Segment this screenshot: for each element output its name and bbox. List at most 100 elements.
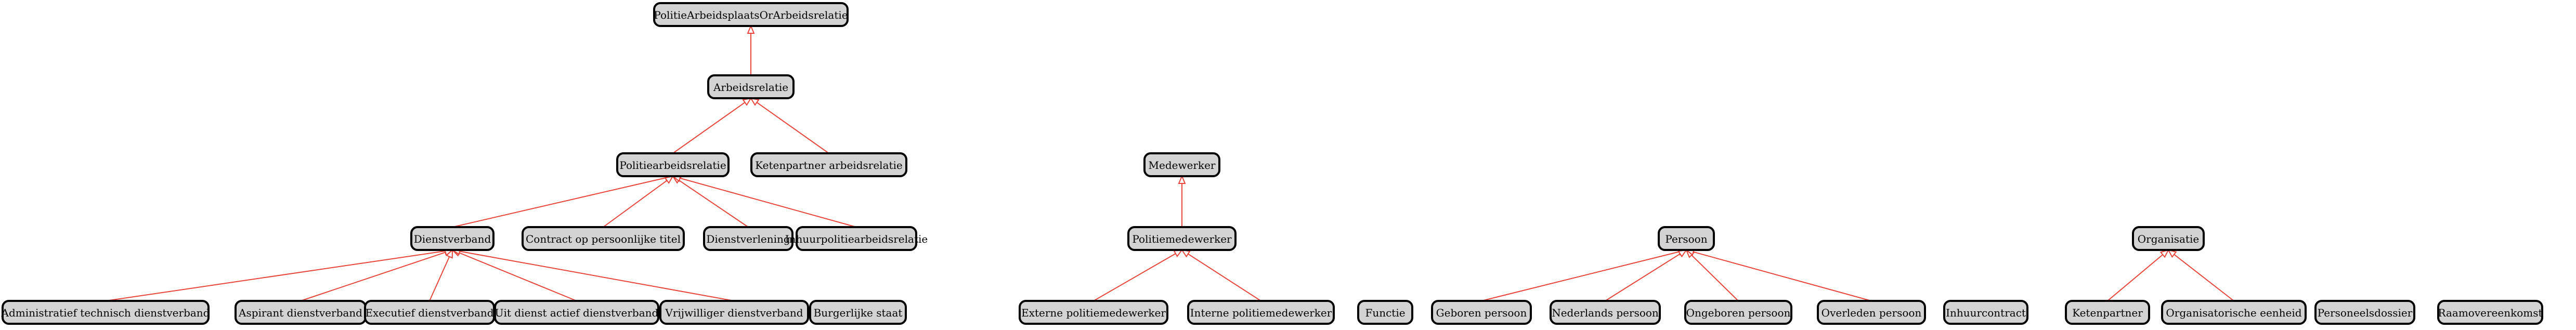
node-label: Interne politiemedewerker xyxy=(1190,307,1332,319)
edge-line xyxy=(1481,251,1680,301)
edge-line xyxy=(459,252,577,301)
node-box xyxy=(2,300,210,325)
node-box xyxy=(616,152,730,177)
node-label: Persoon xyxy=(1665,233,1707,245)
inheritance-arrowhead-icon xyxy=(445,248,453,259)
class-node-vrijwilliger-dienstverband[interactable]: Vrijwilliger dienstverband xyxy=(659,300,809,325)
node-label: Inhuurcontract xyxy=(1946,307,2026,319)
class-node-administratief-technisch-dienstverband[interactable]: Administratief technisch dienstverband xyxy=(1,300,210,325)
node-box xyxy=(1127,226,1237,251)
class-node-executief-dienstverband[interactable]: Executief dienstverband xyxy=(364,300,495,325)
inheritance-edge-ketenpartner-to-organisatie xyxy=(2107,249,2169,301)
node-label: PolitieArbeidsplaatsOrArbeidsrelatie xyxy=(654,9,848,21)
class-node-persoon[interactable]: Persoon xyxy=(1658,226,1715,251)
node-label: Politiemedewerker xyxy=(1132,233,1232,245)
class-node-geboren-persoon[interactable]: Geboren persoon xyxy=(1431,300,1532,325)
node-box xyxy=(2132,226,2205,251)
inheritance-edge-uit-dienst-actief-dienstverband-to-dienstverband xyxy=(451,249,577,301)
node-label: Overleden persoon xyxy=(1822,307,1922,319)
node-box xyxy=(522,226,685,251)
node-label: Aspirant dienstverband xyxy=(238,307,362,319)
node-label: Ketenpartner arbeidsrelatie xyxy=(755,159,903,171)
class-node-externe-politiemedewerker[interactable]: Externe politiemedewerker xyxy=(1019,300,1168,325)
class-node-overleden-persoon[interactable]: Overleden persoon xyxy=(1817,300,1926,325)
edge-line xyxy=(1605,253,1681,301)
inheritance-edge-organisatorische-eenheid-to-organisatie xyxy=(2167,249,2234,301)
class-node-burgerlijke-staat[interactable]: Burgerlijke staat xyxy=(809,300,907,325)
node-box xyxy=(1943,300,2028,325)
class-node-dienstverlening[interactable]: Dienstverlening xyxy=(703,226,793,251)
class-node-politiearbeidsplaatsorarbeidsrelatie[interactable]: PolitieArbeidsplaatsOrArbeidsrelatie xyxy=(653,2,849,27)
class-node-politiemedewerker[interactable]: Politiemedewerker xyxy=(1127,226,1237,251)
class-node-politiearbeidsrelatie[interactable]: Politiearbeidsrelatie xyxy=(616,152,730,177)
edge-line xyxy=(1188,253,1261,301)
class-node-ketenpartner[interactable]: Ketenpartner xyxy=(2065,300,2150,325)
node-box xyxy=(659,300,809,325)
class-node-contract-op-persoonlijke-titel[interactable]: Contract op persoonlijke titel xyxy=(522,226,685,251)
node-box xyxy=(1550,300,1661,325)
class-node-arbeidsrelatie[interactable]: Arbeidsrelatie xyxy=(707,74,795,99)
class-node-nederlands-persoon[interactable]: Nederlands persoon xyxy=(1550,300,1661,325)
class-node-inhuurpolitiearbeidsrelatie[interactable]: Inhuurpolitiearbeidsrelatie xyxy=(785,226,928,251)
inheritance-edge-geboren-persoon-to-persoon xyxy=(1481,248,1688,301)
node-label: Vrijwilliger dienstverband xyxy=(665,307,803,319)
edge-line xyxy=(1691,255,1739,301)
node-box xyxy=(1019,300,1168,325)
node-box xyxy=(809,300,907,325)
node-box xyxy=(2314,300,2415,325)
class-node-organisatie[interactable]: Organisatie xyxy=(2132,226,2205,251)
inheritance-arrowhead-icon xyxy=(1178,175,1186,184)
node-label: Contract op persoonlijke titel xyxy=(526,233,681,245)
edge-line xyxy=(680,177,857,228)
inheritance-edge-executief-dienstverband-to-dienstverband xyxy=(429,248,453,301)
node-label: Administratief technisch dienstverband xyxy=(1,307,210,319)
class-node-organisatorische-eenheid[interactable]: Organisatorische eenheid xyxy=(2161,300,2307,325)
edge-line xyxy=(603,180,668,228)
class-node-interne-politiemedewerker[interactable]: Interne politiemedewerker xyxy=(1187,300,1335,325)
inheritance-edge-politiemedewerker-to-medewerker xyxy=(1178,175,1186,227)
edge-line xyxy=(429,256,450,301)
edge-line xyxy=(672,102,746,154)
inheritance-arrowhead-icon xyxy=(747,24,755,34)
node-label: Arbeidsrelatie xyxy=(713,81,788,94)
node-box xyxy=(2065,300,2150,325)
node-box xyxy=(750,152,907,177)
inheritance-edge-overleden-persoon-to-persoon xyxy=(1685,248,1872,301)
edge-line xyxy=(105,250,446,301)
node-box xyxy=(2437,300,2543,325)
class-node-raamovereenkomst[interactable]: Raamovereenkomst xyxy=(2437,300,2543,325)
class-node-ongeboren-persoon[interactable]: Ongeboren persoon xyxy=(1684,300,1792,325)
inheritance-edge-inhuurpolitiearbeidsrelatie-to-politiearbeidsrelatie xyxy=(671,174,857,228)
class-node-inhuurcontract[interactable]: Inhuurcontract xyxy=(1943,300,2028,325)
class-node-personeelsdossier[interactable]: Personeelsdossier xyxy=(2314,300,2415,325)
node-box xyxy=(1817,300,1926,325)
node-label: Dienstverlening xyxy=(706,233,790,245)
inheritance-edge-vrijwilliger-dienstverband-to-dienstverband xyxy=(451,247,735,301)
inheritance-edge-ketenpartner-arbeidsrelatie-to-arbeidsrelatie xyxy=(749,97,829,154)
nodes-layer: PolitieArbeidsplaatsOrArbeidsrelatieArbe… xyxy=(1,2,2543,325)
class-node-dienstverband[interactable]: Dienstverband xyxy=(410,226,495,251)
class-node-medewerker[interactable]: Medewerker xyxy=(1143,152,1220,177)
inheritance-edge-politiearbeidsrelatie-to-arbeidsrelatie xyxy=(672,97,752,154)
class-node-uit-dienst-actief-dienstverband[interactable]: Uit dienst actief dienstverband xyxy=(494,300,659,325)
node-box xyxy=(653,2,849,27)
class-node-aspirant-dienstverband[interactable]: Aspirant dienstverband xyxy=(235,300,367,325)
inheritance-edge-administratief-technisch-dienstverband-to-dienstverband xyxy=(105,247,454,301)
class-node-ketenpartner-arbeidsrelatie[interactable]: Ketenpartner arbeidsrelatie xyxy=(750,152,907,177)
node-label: Medewerker xyxy=(1149,159,1216,171)
inheritance-edge-nederlands-persoon-to-persoon xyxy=(1605,249,1688,301)
node-box xyxy=(1658,226,1715,251)
node-box xyxy=(1357,300,1413,325)
node-label: Ongeboren persoon xyxy=(1686,307,1791,319)
edge-line xyxy=(2107,254,2163,301)
edge-line xyxy=(679,180,749,228)
node-box xyxy=(494,300,659,325)
node-box xyxy=(1187,300,1335,325)
inheritance-edge-arbeidsrelatie-to-politiearbeidsplaatsorarbeidsrelatie xyxy=(747,24,755,75)
node-label: Nederlands persoon xyxy=(1552,307,1659,319)
edge-line xyxy=(756,102,829,154)
edge-line xyxy=(459,250,735,301)
class-node-functie[interactable]: Functie xyxy=(1357,300,1413,325)
node-label: Raamovereenkomst xyxy=(2438,307,2542,319)
